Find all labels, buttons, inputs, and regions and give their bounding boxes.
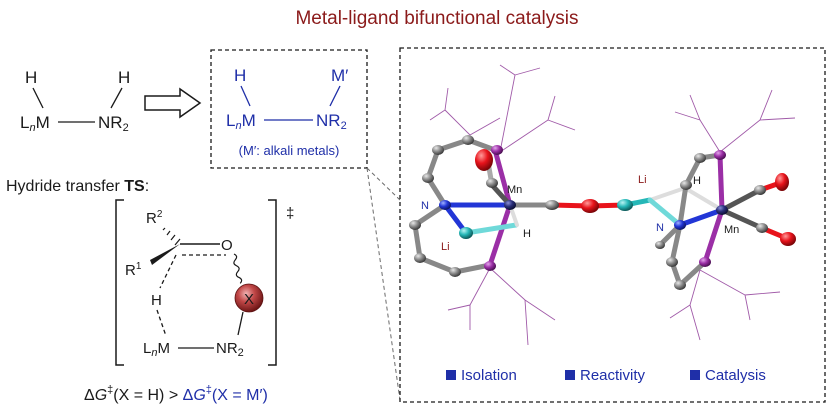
ts-r2: R2: [146, 209, 163, 227]
right-bonds: [657, 152, 789, 288]
ts-lnm: LnM: [143, 340, 170, 359]
ts-r1: R1: [125, 261, 142, 279]
label-h-right: H: [693, 175, 701, 187]
left-structure: H H LnM NR2: [20, 68, 130, 134]
crystal-structure: N Li Mn H Li H N Mn: [409, 64, 796, 346]
atom-p-right-bottom: [699, 257, 711, 267]
legend-bullet-catalysis: [690, 370, 700, 380]
boxed-structure: H M′ LnM NR2 (M′: alkali metals): [226, 66, 348, 158]
boxed-h-bond: [240, 85, 251, 107]
left-h2: H: [118, 68, 130, 87]
atom-c4: [409, 220, 421, 230]
left-h1-bond: [32, 87, 44, 109]
ts-o: O: [221, 237, 233, 254]
atom-o-right-1: [775, 173, 789, 191]
atom-c-bridge-left: [545, 200, 559, 210]
atom-li-left: [459, 227, 473, 239]
boxed-h: H: [234, 66, 246, 85]
atom-c3: [462, 135, 474, 145]
ts-hashed-wedge: [162, 227, 181, 246]
ts-wavy-bond: [233, 253, 243, 284]
left-nr2: NR2: [98, 113, 129, 134]
ts-bracket-right: [268, 199, 277, 366]
label-h-left: H: [523, 228, 531, 240]
left-lnm: LnM: [20, 113, 50, 134]
atom-c8: [680, 180, 692, 190]
atom-c10: [674, 280, 686, 290]
ts-nr2: NR2: [216, 340, 244, 359]
boxed-m-prime: M′: [331, 66, 348, 85]
atom-labels: N Li Mn H Li H N Mn: [421, 174, 739, 253]
atom-p-left-bottom: [484, 261, 496, 271]
wireframe-substituents: [429, 64, 796, 346]
legend-catalysis: Catalysis: [705, 367, 766, 384]
label-li-right: Li: [638, 174, 647, 186]
legend-bullet-reactivity: [565, 370, 575, 380]
left-atoms: [409, 135, 599, 277]
ts-h-m-dashed: [156, 309, 167, 337]
atom-c11: [655, 241, 665, 249]
crystal-panel-frame: [399, 47, 826, 403]
atom-c-carbonyl-right-1: [754, 185, 766, 195]
ts-x: X: [244, 291, 254, 308]
atom-p-right-top: [714, 150, 726, 160]
legend-reactivity: Reactivity: [580, 367, 646, 384]
energy-comparison: ΔG‡(X = H) > ΔG‡(X = M′): [84, 384, 268, 404]
atom-li-right: [617, 199, 633, 211]
transform-arrow: [144, 87, 202, 119]
left-h1: H: [25, 68, 37, 87]
zoom-line-top: [366, 167, 401, 201]
ts-x-sphere: [234, 283, 264, 313]
figure-title: Metal-ligand bifunctional catalysis: [295, 8, 578, 29]
ts-structure: ‡ R2 O R1 H X LnM NR2: [115, 199, 294, 366]
zoom-line-bottom: [366, 167, 401, 401]
ts-c-h-dashed: [159, 254, 177, 289]
boxed-nr2: NR2: [316, 111, 347, 132]
atom-c2: [432, 145, 444, 155]
atom-mn-left: [504, 200, 516, 210]
ts-dagger: ‡: [286, 205, 294, 222]
atom-c9: [666, 257, 678, 267]
atom-o-left-top: [475, 149, 493, 171]
ts-bracket-left: [115, 199, 124, 366]
label-n-left: N: [421, 200, 429, 212]
ts-heading: Hydride transfer TS:: [6, 178, 149, 195]
atom-o-right-2: [780, 232, 796, 246]
label-li-left: Li: [441, 241, 450, 253]
label-mn-left: Mn: [507, 184, 522, 196]
atom-c6: [449, 267, 461, 277]
atom-c7: [694, 153, 706, 163]
atom-n-left: [439, 200, 451, 210]
boxed-note: (M′: alkali metals): [239, 143, 340, 158]
ts-h: H: [151, 292, 162, 309]
atom-p-left-top: [491, 145, 503, 155]
boxed-lnm: LnM: [226, 111, 256, 132]
legend-bullet-isolation: [446, 370, 456, 380]
atom-n-right: [674, 220, 686, 230]
boxed-structure-frame: [210, 49, 368, 169]
ts-solid-wedge: [150, 244, 180, 265]
boxed-mprime-bond: [329, 85, 341, 107]
atom-c-carbonyl-left: [486, 178, 498, 188]
ts-x-n-bond: [237, 311, 244, 336]
atom-mn-right: [716, 205, 728, 215]
label-mn-right: Mn: [724, 224, 739, 236]
right-atoms: [617, 150, 796, 290]
legend-isolation: Isolation: [461, 367, 517, 384]
atom-c1: [422, 173, 434, 183]
legend: Isolation Reactivity Catalysis: [446, 367, 766, 384]
left-h2-bond: [110, 87, 123, 109]
label-n-right: N: [656, 222, 664, 234]
atom-c5: [414, 253, 426, 263]
atom-c-carbonyl-right-2: [756, 223, 768, 233]
bridge-bonds: [587, 186, 687, 228]
atom-o-bridge: [581, 199, 599, 213]
